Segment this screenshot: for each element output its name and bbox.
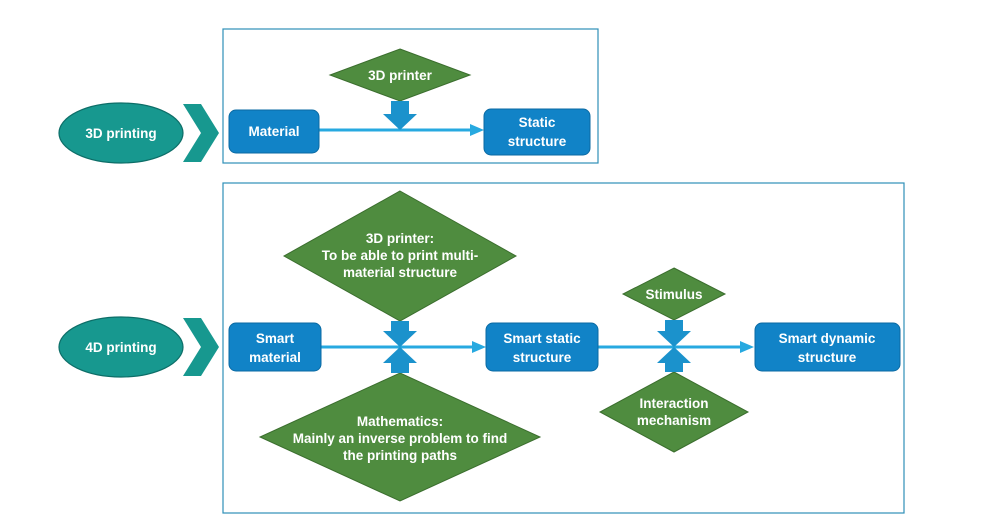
material-to-static-arrowhead-icon	[470, 124, 484, 136]
4d-printing-frame	[222, 182, 905, 514]
interaction-mechanism-diamond	[598, 371, 750, 453]
multi-material-printer-label-line2: To be able to print multi-	[322, 248, 479, 263]
smart-material-label-line2: material	[249, 350, 301, 365]
interaction-mechanism-label-line2: mechanism	[637, 413, 711, 428]
stimulus-down-arrow-icon	[657, 320, 691, 347]
smart-static-structure-label-line1: Smart static	[503, 331, 581, 346]
mathematics-label-line2: Mainly an inverse problem to find	[293, 431, 508, 446]
static-to-dynamic-arrowhead-icon	[740, 341, 754, 353]
material-label: Material	[248, 124, 299, 139]
stage-3d-printing: 3D printing	[58, 102, 219, 164]
mathematics-up-arrow-icon	[383, 347, 417, 373]
3d-printing-chevron-icon	[183, 104, 219, 162]
smart-dynamic-structure-box	[754, 322, 901, 372]
smart-material-label-line1: Smart	[256, 331, 295, 346]
3d-printer-label: 3D printer	[368, 68, 433, 83]
multi-material-printer-label-line1: 3D printer:	[366, 231, 434, 246]
smart-material-to-static-arrowhead-icon	[472, 341, 486, 353]
mathematics-label-line1: Mathematics:	[357, 414, 443, 429]
3d-printing-frame	[222, 28, 599, 164]
3d-printing-ellipse	[58, 102, 184, 164]
printer-down-arrow-icon	[383, 321, 417, 347]
static-structure-label-line2: structure	[508, 134, 567, 149]
smart-dynamic-structure-label-line1: Smart dynamic	[779, 331, 876, 346]
3d-printer-down-arrow-icon	[383, 101, 417, 130]
mathematics-label-line3: the printing paths	[343, 448, 457, 463]
smart-material-box	[228, 322, 322, 372]
stimulus-label: Stimulus	[645, 287, 702, 302]
smart-static-structure-box	[485, 322, 599, 372]
stage-4d-printing: 4D printing	[58, 316, 219, 378]
4d-printing-label: 4D printing	[85, 340, 156, 355]
interaction-mechanism-label-line1: Interaction	[639, 396, 708, 411]
static-structure-label-line1: Static	[519, 115, 556, 130]
smart-static-structure-label-line2: structure	[513, 350, 572, 365]
mathematics-diamond	[258, 372, 542, 502]
interaction-up-arrow-icon	[657, 347, 691, 372]
3d-printing-label: 3D printing	[85, 126, 156, 141]
4d-printing-chevron-icon	[183, 318, 219, 376]
multi-material-printer-label-line3: material structure	[343, 265, 458, 280]
4d-printing-ellipse	[58, 316, 184, 378]
static-structure-box	[483, 108, 591, 156]
material-box	[228, 109, 320, 154]
smart-dynamic-structure-label-line2: structure	[798, 350, 857, 365]
